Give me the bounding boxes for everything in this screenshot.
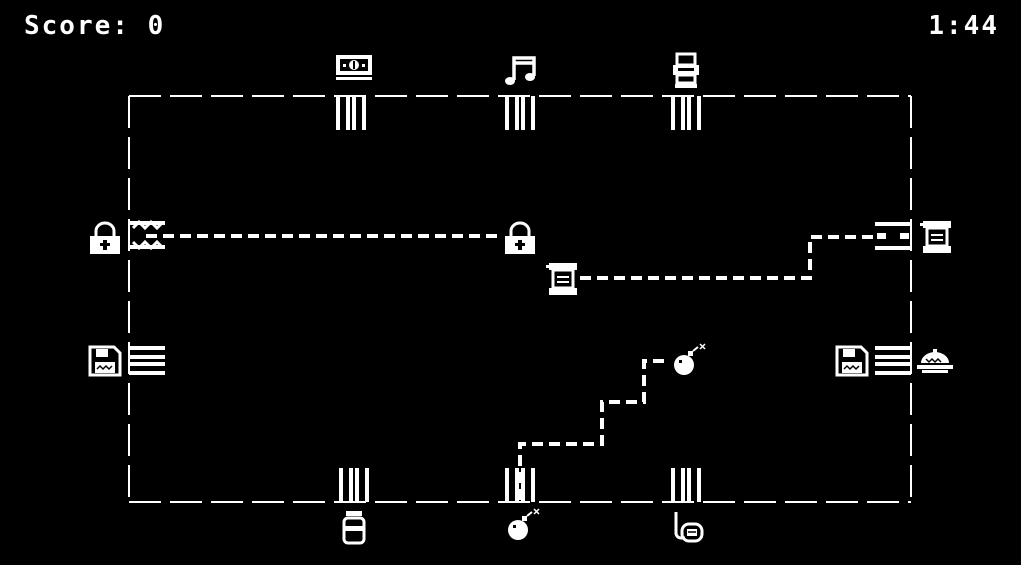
padlock-icon [88, 221, 122, 256]
jar-icon [342, 509, 366, 545]
gate-bottom-1 [339, 468, 369, 502]
gate-right-2 [875, 346, 911, 375]
gate-left-2 [129, 346, 165, 375]
path-line-2 [580, 235, 880, 280]
score-label: Score: [24, 11, 130, 41]
scroll-icon [918, 219, 953, 255]
gate-bottom-2 [505, 468, 535, 502]
timer-display: 1:44 [928, 11, 999, 41]
cloche-icon [916, 348, 954, 374]
path-line-3 [518, 359, 666, 500]
score-display: Score: 0 [24, 10, 165, 42]
gate-left-1 [129, 219, 165, 251]
gate-top-3 [671, 96, 701, 130]
arena-border [128, 95, 912, 503]
toilet-icon [671, 52, 701, 90]
gate-top-1 [336, 96, 366, 130]
floppy-disk-icon [835, 345, 869, 377]
snorkel-icon [674, 510, 704, 543]
score-value: 0 [147, 11, 166, 41]
floppy-disk-icon [88, 345, 122, 377]
padlock-icon [503, 221, 537, 256]
gate-bottom-3 [671, 468, 701, 502]
gate-right-1 [875, 222, 911, 250]
money-icon [336, 55, 372, 80]
bomb-icon [507, 508, 540, 541]
bomb-icon [673, 343, 706, 376]
music-note-icon [503, 56, 537, 87]
gate-top-2 [505, 96, 535, 130]
scroll-icon [544, 261, 579, 297]
